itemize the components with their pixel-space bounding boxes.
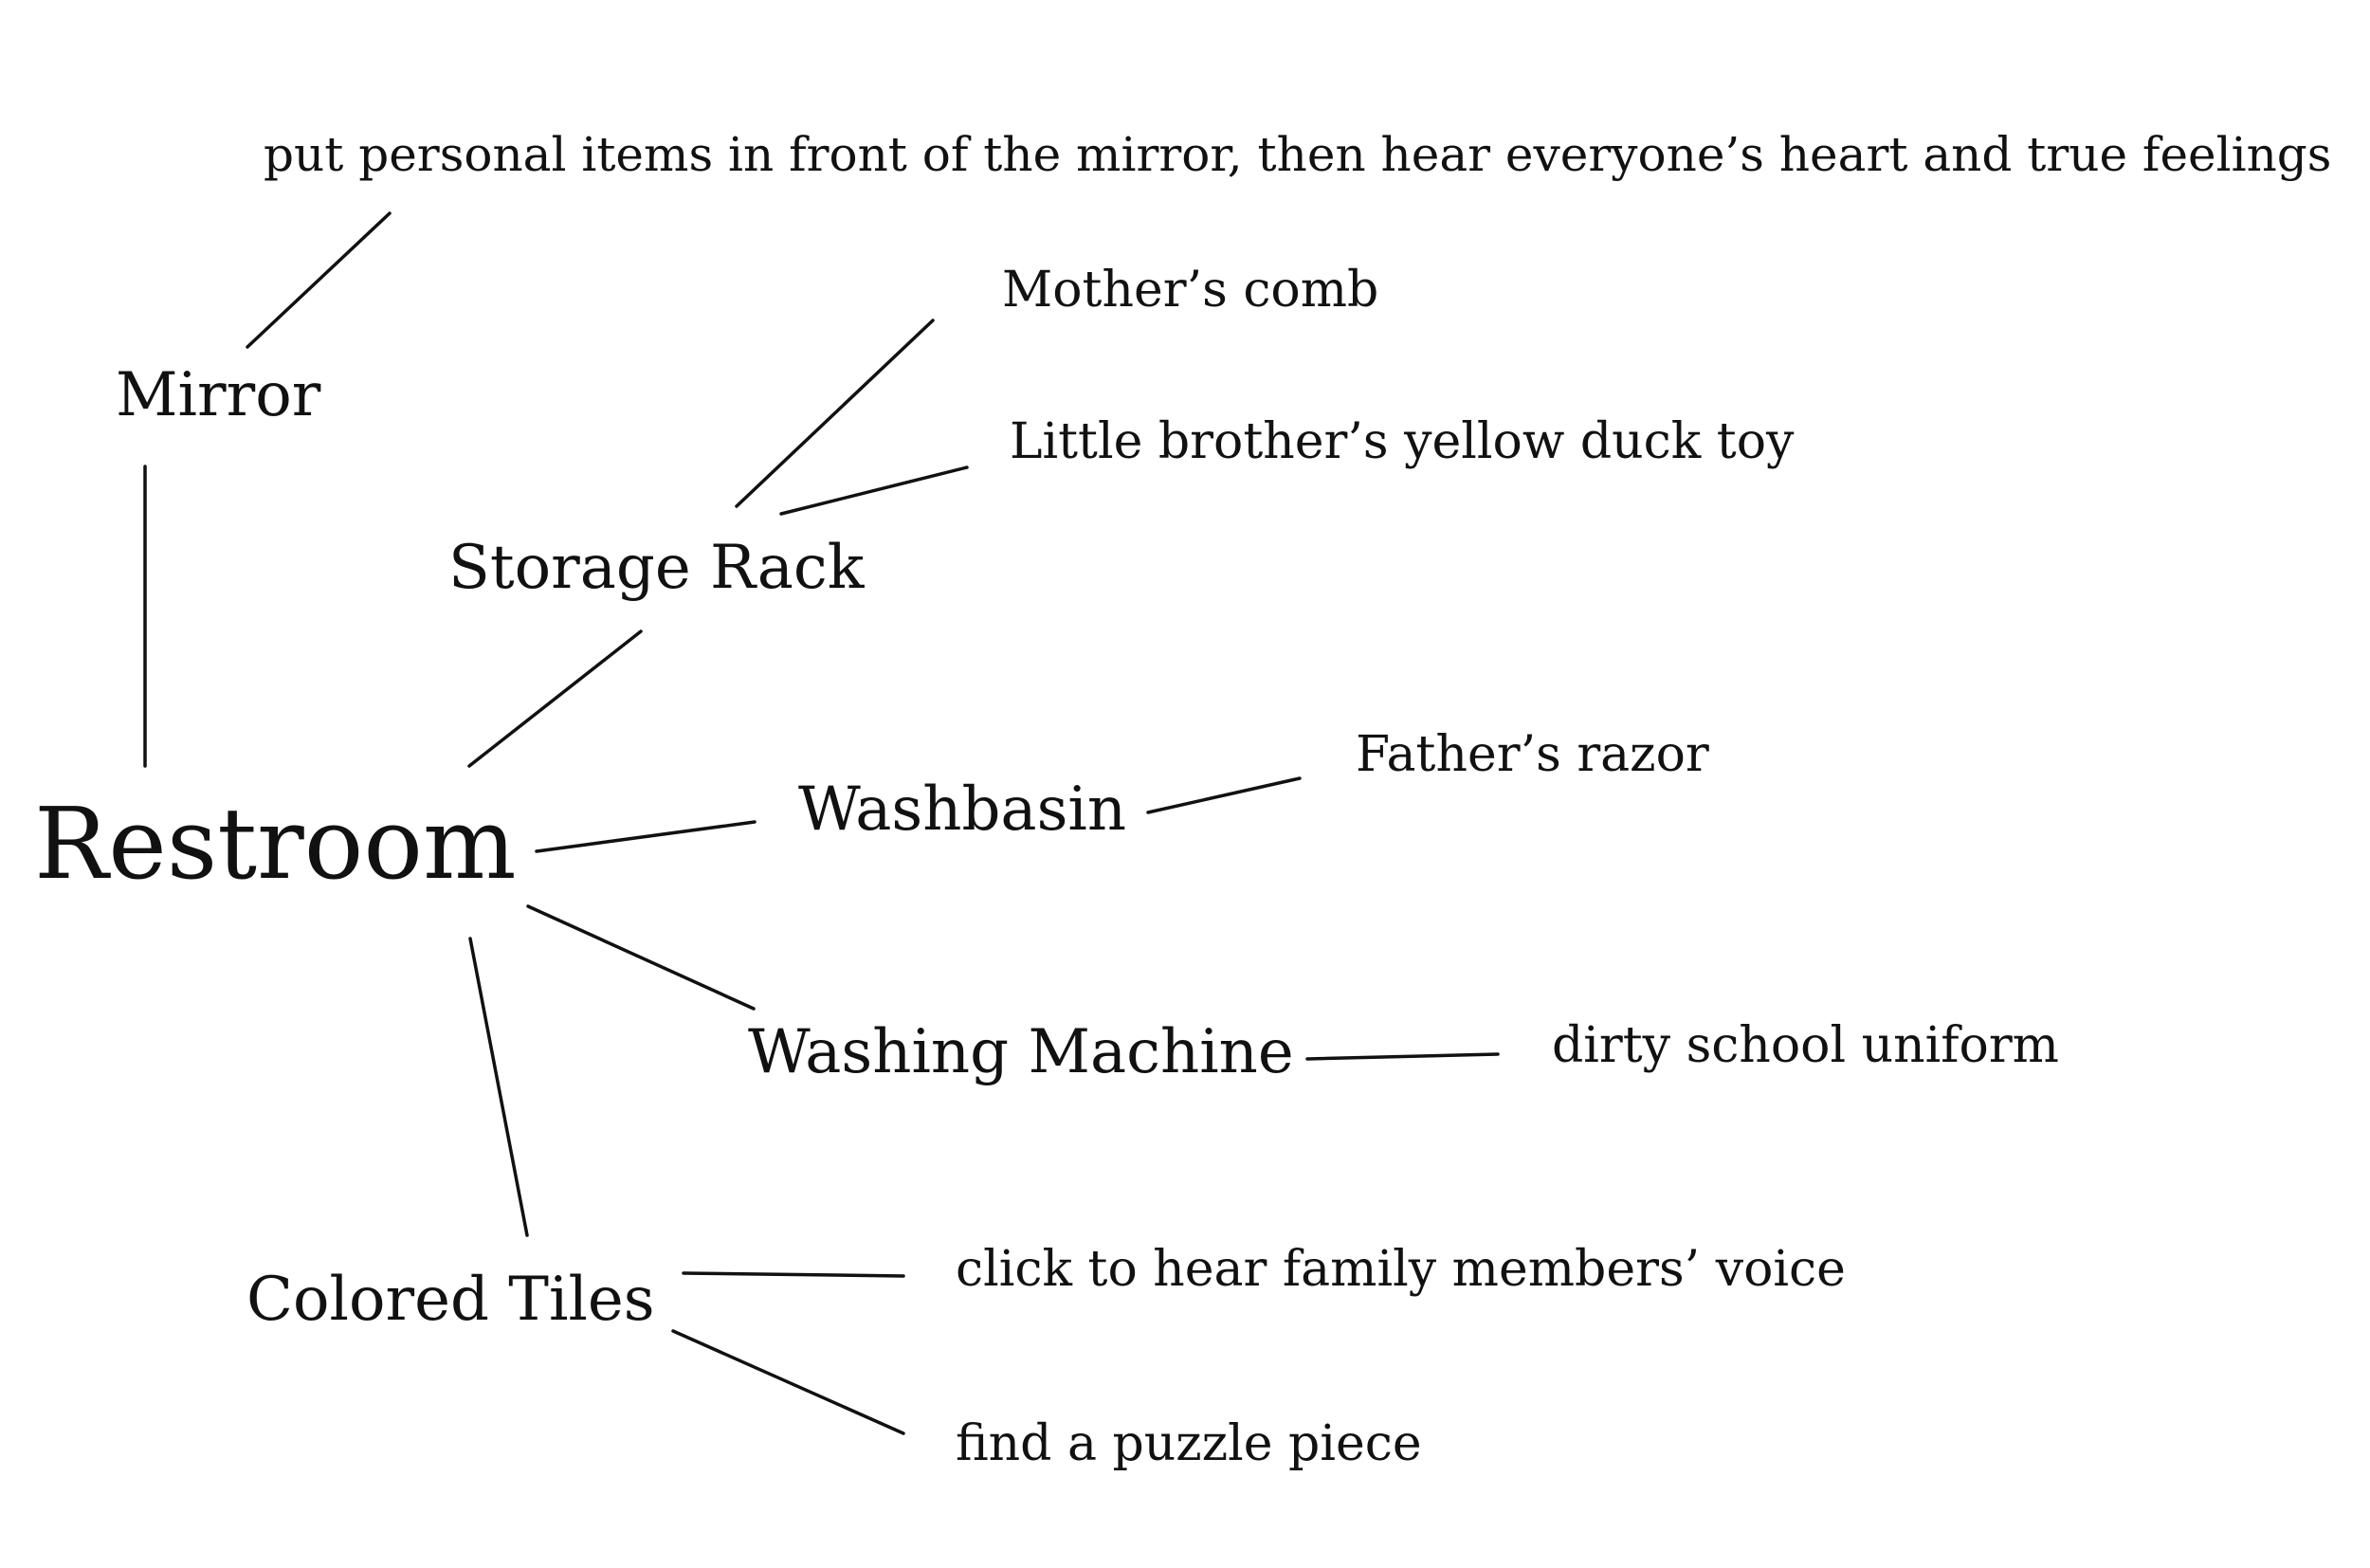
connector-colored-tiles-puzzle — [671, 1329, 905, 1435]
node-mirror: Mirror — [116, 360, 321, 430]
connector-colored-tiles-voice — [682, 1271, 905, 1278]
connector-restroom-storage-rack — [467, 629, 643, 768]
node-duck-toy: Little brother’s yellow duck toy — [1010, 413, 1795, 470]
connector-storage-rack-duck-toy — [779, 465, 969, 516]
connector-washing-machine-uniform — [1305, 1052, 1500, 1061]
node-mothers-comb: Mother’s comb — [1002, 262, 1379, 319]
connector-restroom-washing-machine — [526, 904, 756, 1011]
node-colored-tiles: Colored Tiles — [246, 1265, 655, 1335]
connector-restroom-colored-tiles — [468, 937, 529, 1237]
node-dirty-uniform: dirty school uniform — [1552, 1017, 2059, 1074]
node-mirror-note: put personal items in front of the mirro… — [264, 127, 2332, 182]
connector-washbasin-razor — [1146, 776, 1302, 814]
connector-mirror-note — [246, 211, 392, 349]
node-storage-rack: Storage Rack — [448, 533, 865, 603]
node-restroom: Restroom — [34, 786, 517, 902]
node-washing-machine: Washing Machine — [748, 1017, 1294, 1087]
connector-storage-rack-comb — [735, 319, 935, 508]
connector-restroom-washbasin — [535, 820, 757, 853]
node-hear-voice: click to hear family members’ voice — [956, 1241, 1846, 1298]
node-washbasin: Washbasin — [798, 775, 1127, 845]
node-fathers-razor: Father’s razor — [1356, 726, 1709, 783]
node-puzzle-piece: find a puzzle piece — [956, 1415, 1422, 1472]
